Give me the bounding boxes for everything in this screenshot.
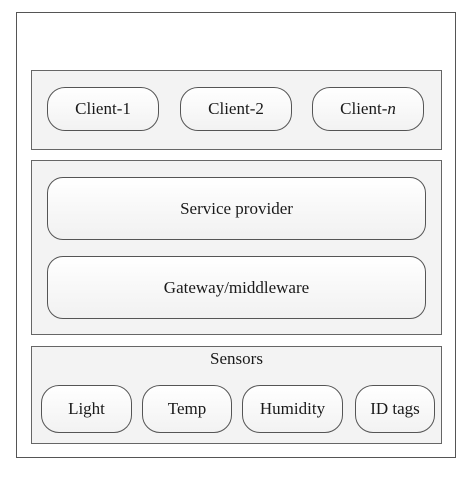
client-n-box: Client-n: [312, 87, 424, 131]
sensor-humidity-box: Humidity: [242, 385, 343, 433]
client-2-box: Client-2: [180, 87, 292, 131]
sensor-id-tags-box: ID tags: [355, 385, 435, 433]
sensor-light-label: Light: [68, 399, 105, 418]
sensor-humidity-label: Humidity: [259, 399, 326, 418]
client-1-label: Client-1: [75, 99, 131, 118]
client-1-box: Client-1: [47, 87, 159, 131]
gateway-middleware-label: Gateway/middleware: [163, 277, 310, 297]
gateway-middleware-box: Gateway/middleware: [47, 256, 426, 319]
client-n-label: Client-n: [340, 99, 396, 118]
sensor-temp-box: Temp: [142, 385, 232, 433]
service-provider-box: Service provider: [47, 177, 426, 240]
sensors-title: Sensors: [210, 349, 263, 368]
sensor-temp-label: Temp: [167, 399, 207, 418]
sensor-id-tags-label: ID tags: [370, 399, 420, 418]
sensor-light-box: Light: [41, 385, 132, 433]
client-2-label: Client-2: [208, 99, 264, 118]
service-provider-label: Service provider: [180, 198, 293, 218]
